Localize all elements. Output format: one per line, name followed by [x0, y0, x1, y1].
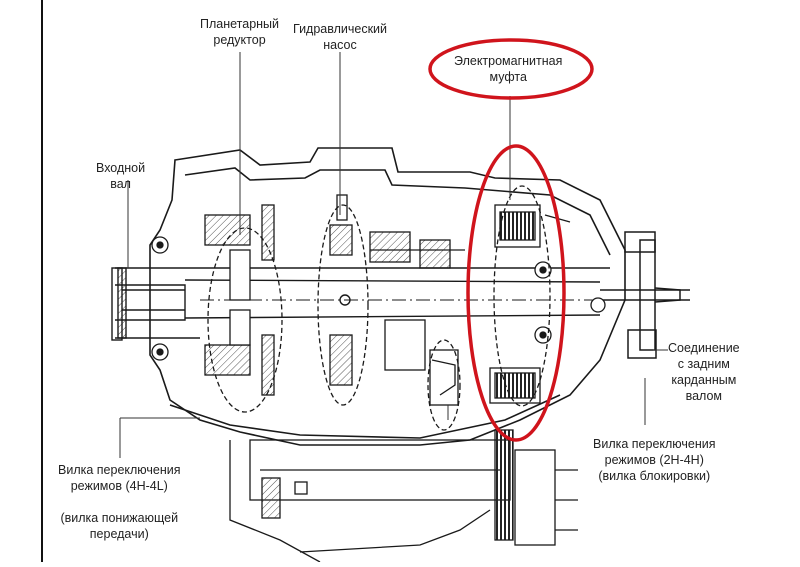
label-shift-fork-4h-4l: Вилка переключения режимов (4H-4L) (вилк…: [58, 463, 181, 541]
label-rear-driveshaft-connection: Соединение с задним карданным валом: [668, 341, 740, 403]
label-hydraulic-pump: Гидравлический насос: [293, 22, 388, 52]
planetary-gear-set: [204, 204, 283, 413]
clutch-highlight: [466, 144, 566, 442]
lock-fork-detail: [427, 339, 461, 431]
intermediate-gears: [369, 231, 465, 371]
label-shift-fork-2h-4h: Вилка переключения режимов (2H-4H) (вилк…: [593, 437, 716, 483]
transfer-case-housing: [149, 147, 626, 446]
clutch-label-highlight: [428, 38, 594, 100]
lower-shift-mechanism: [229, 429, 578, 563]
input-shaft: [111, 267, 185, 341]
hydraulic-pump: [317, 194, 369, 406]
bearings: [151, 236, 606, 361]
label-electromagnetic-clutch: Электромагнитная муфта: [454, 54, 563, 84]
label-input-shaft: Входной вал: [96, 161, 146, 191]
electromagnetic-clutch: [489, 185, 571, 407]
label-planetary-reducer: Планетарный редуктор: [200, 17, 280, 47]
